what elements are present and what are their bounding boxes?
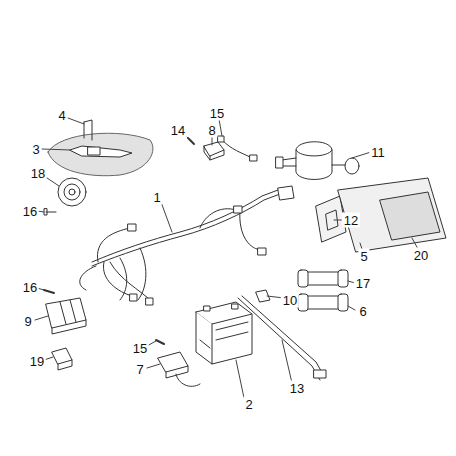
- callout-number: 14: [169, 123, 187, 138]
- callout-number: 12: [342, 213, 360, 228]
- callout-number: 16: [21, 204, 39, 219]
- callout-number: 11: [369, 145, 387, 160]
- callout-number: 20: [412, 248, 430, 263]
- callout-number: 15: [131, 341, 149, 356]
- callout-number: 1: [151, 190, 162, 205]
- callout-number: 16: [21, 280, 39, 295]
- callout-number: 7: [134, 362, 145, 377]
- callout-number: 18: [29, 166, 47, 181]
- callout-number: 9: [22, 314, 33, 329]
- callout-number: 2: [243, 397, 254, 412]
- callout-number: 10: [281, 293, 299, 308]
- callout-number: 4: [56, 108, 67, 123]
- callout-number: 5: [358, 249, 369, 264]
- callout-number: 17: [354, 276, 372, 291]
- callout-number: 19: [28, 354, 46, 369]
- callout-number: 15: [208, 106, 226, 121]
- callout-number: 13: [288, 381, 306, 396]
- callout-number: 6: [357, 304, 368, 319]
- callout-number: 3: [30, 142, 41, 157]
- callout-number: 8: [206, 123, 217, 138]
